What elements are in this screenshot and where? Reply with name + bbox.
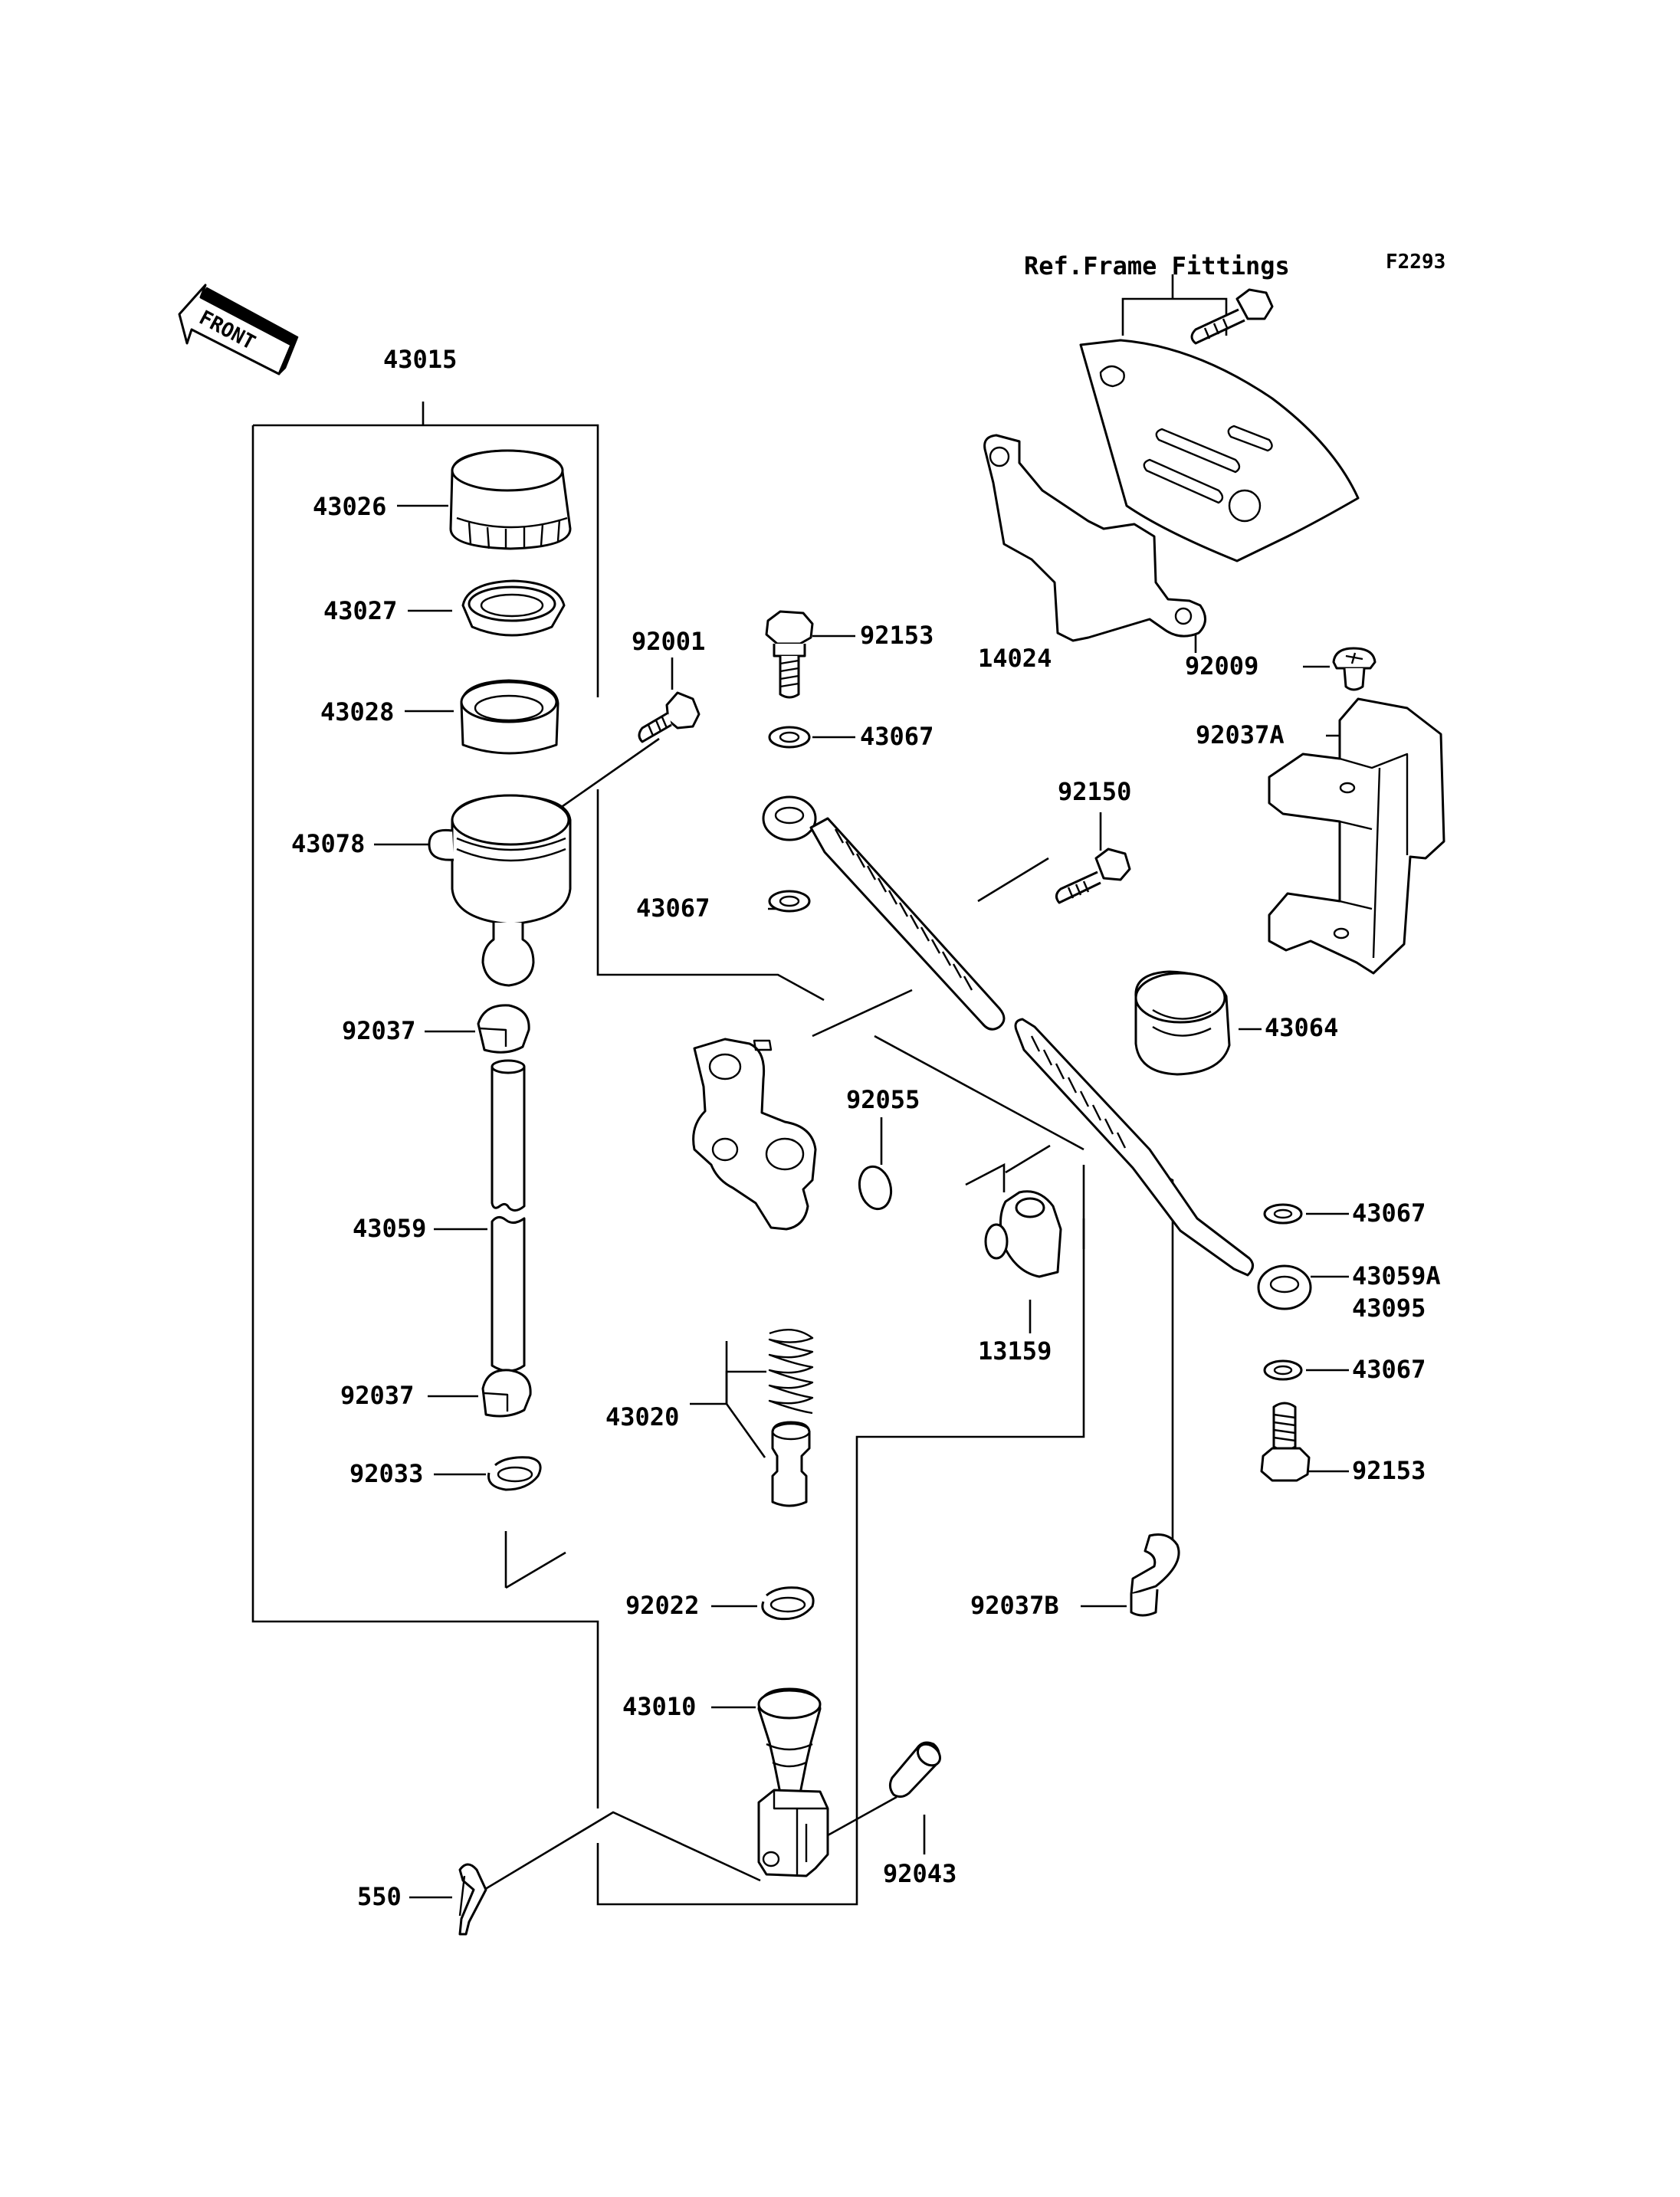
part-label-43078: 43078 — [291, 829, 365, 858]
part-label-92055: 92055 — [846, 1085, 920, 1114]
part-label-92001: 92001 — [632, 627, 705, 656]
part-label-92037-bottom: 92037 — [340, 1381, 414, 1410]
cotter-pin — [458, 1863, 487, 1936]
part-label-13159: 13159 — [978, 1336, 1052, 1366]
brake-hose — [762, 795, 1312, 1310]
screw-92009 — [1332, 647, 1376, 691]
part-label-92037-top: 92037 — [342, 1016, 415, 1045]
assembly-bracket-43015 — [251, 402, 1085, 1906]
sealing-washer-4 — [1263, 1359, 1303, 1381]
part-label-92037A: 92037A — [1196, 720, 1285, 749]
sealing-washer-3 — [1263, 1203, 1303, 1225]
part-label-92043: 92043 — [883, 1859, 956, 1888]
ref-frame-fittings-label: Ref.Frame Fittings — [1024, 251, 1290, 280]
front-arrow-icon: FRONT — [178, 284, 299, 375]
diaphragm — [460, 679, 559, 755]
part-label-92022: 92022 — [625, 1591, 699, 1620]
diaphragm-plate — [461, 579, 566, 637]
part-label-43067-4: 43067 — [1352, 1355, 1426, 1384]
frame-fitting-bolt — [1190, 288, 1274, 345]
figure-id: F2293 — [1386, 251, 1445, 274]
part-label-92033: 92033 — [349, 1459, 423, 1488]
part-label-43095: 43095 — [1352, 1294, 1426, 1323]
o-ring-92055 — [858, 1165, 893, 1211]
part-label-43059A: 43059A — [1352, 1261, 1441, 1290]
reservoir-hose — [491, 1059, 526, 1372]
part-label-43067-2: 43067 — [636, 894, 710, 923]
part-label-43010: 43010 — [622, 1692, 696, 1721]
master-cylinder — [692, 1038, 817, 1231]
reservoir-cap — [449, 449, 572, 550]
fluid-reservoir — [428, 794, 572, 987]
part-label-43027: 43027 — [323, 596, 397, 625]
sealing-washer-1 — [768, 726, 811, 749]
part-label-92009: 92009 — [1185, 651, 1258, 680]
bracket-92037A — [1268, 697, 1445, 975]
part-label-92153-top: 92153 — [860, 621, 934, 650]
hose-clamp-bottom — [481, 1369, 532, 1418]
chain-cover — [983, 339, 1360, 642]
part-label-92153-bottom: 92153 — [1352, 1456, 1426, 1485]
part-label-43067-3: 43067 — [1352, 1199, 1426, 1228]
banjo-bolt-bottom — [1260, 1402, 1311, 1482]
bolt-92001 — [638, 691, 701, 743]
part-label-43059: 43059 — [353, 1214, 426, 1243]
part-label-92037B: 92037B — [970, 1591, 1059, 1620]
part-label-550: 550 — [357, 1882, 402, 1911]
push-rod — [757, 1687, 829, 1877]
banjo-bolt-top — [765, 610, 814, 699]
sealing-washer-2 — [768, 890, 811, 913]
grommet-43064 — [1134, 970, 1231, 1076]
part-label-92150: 92150 — [1058, 777, 1131, 806]
elbow-13159 — [984, 1190, 1062, 1278]
part-label-14024: 14024 — [978, 644, 1052, 673]
clamp-92037B — [1130, 1533, 1180, 1617]
part-label-43028: 43028 — [320, 697, 394, 726]
part-label-43067-1: 43067 — [860, 722, 934, 751]
part-labels: 43015 43026 43027 43028 43078 92037 4305… — [291, 251, 1441, 1911]
snap-ring-92022 — [761, 1586, 815, 1621]
snap-ring-92033 — [487, 1456, 542, 1491]
part-label-43064: 43064 — [1265, 1013, 1338, 1042]
hose-clamp-top — [477, 1004, 530, 1054]
bolt-92150 — [1055, 848, 1131, 904]
part-label-43020: 43020 — [605, 1402, 679, 1431]
clevis-pin — [888, 1741, 941, 1799]
part-label-43026: 43026 — [313, 492, 386, 521]
spring-and-piston — [768, 1329, 814, 1507]
part-label-43015: 43015 — [383, 345, 457, 374]
